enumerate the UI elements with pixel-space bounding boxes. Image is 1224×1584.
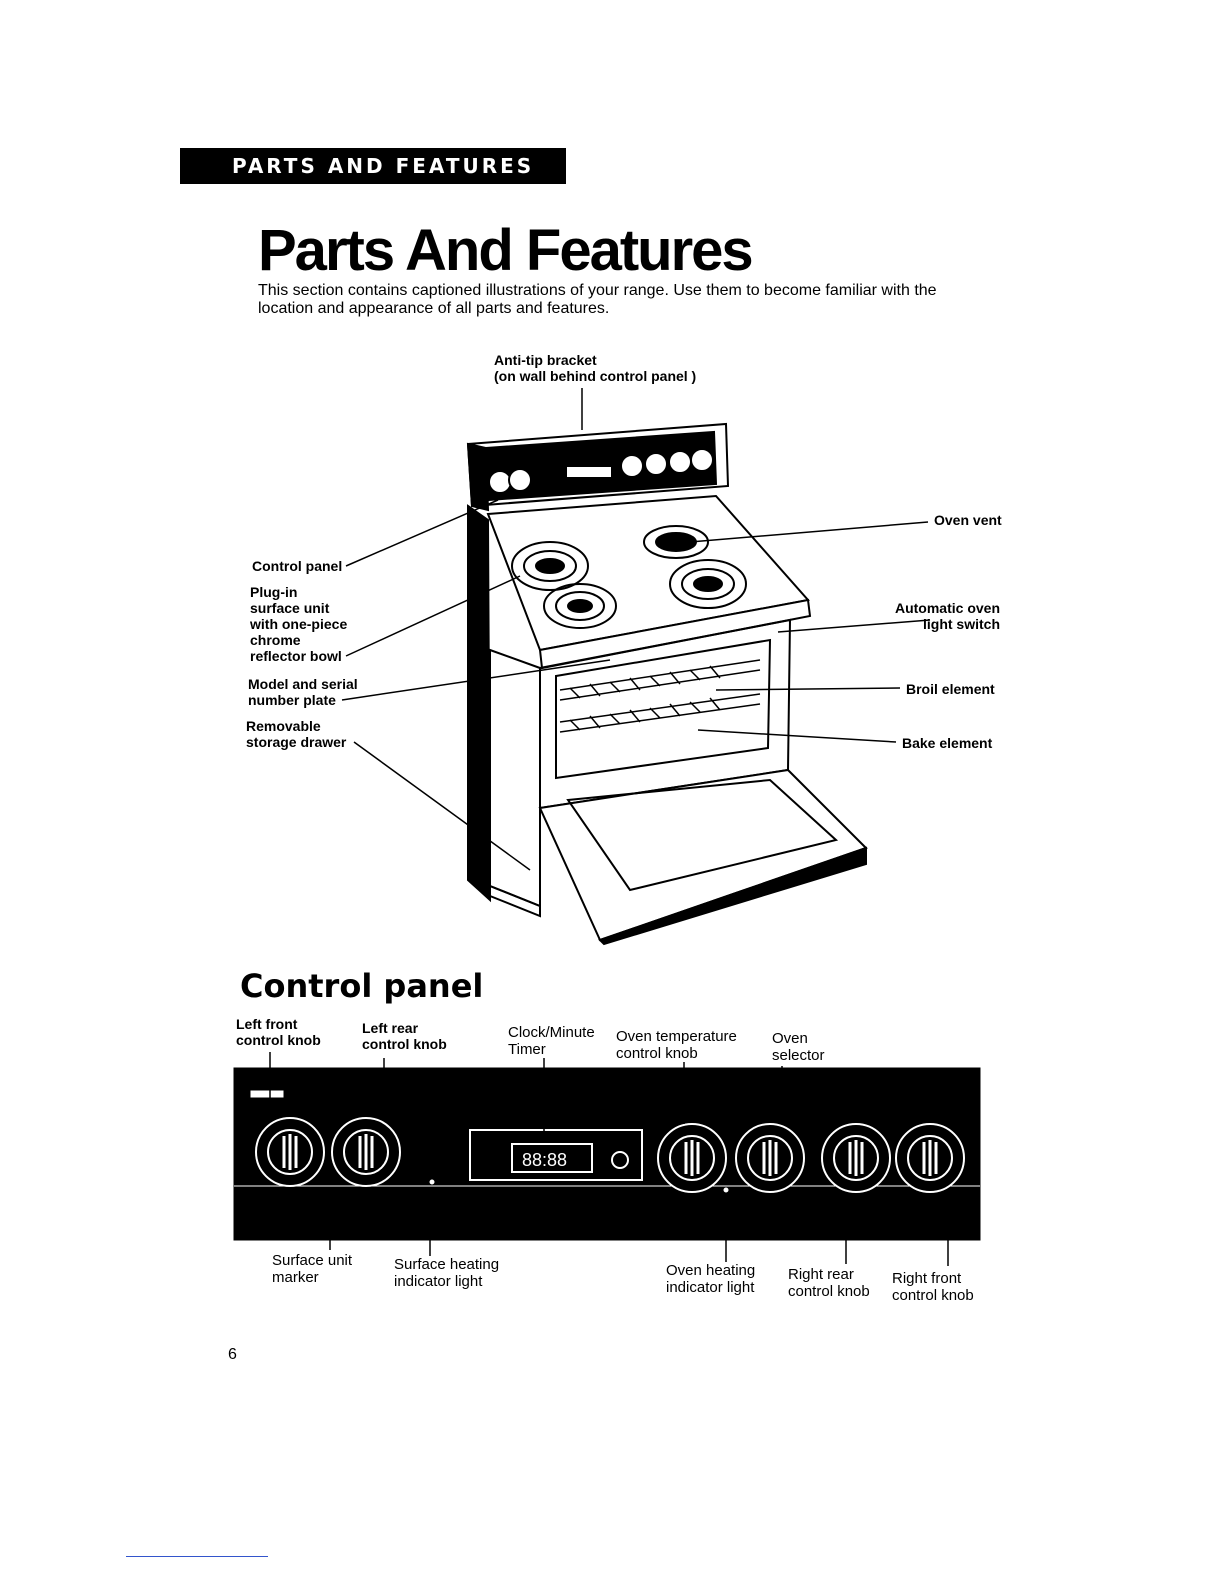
label-clock-timer: Clock/Minute Timer — [508, 1024, 595, 1058]
label-right-rear-knob: Right rear control knob — [788, 1266, 870, 1300]
label-oven-heating-indicator: Oven heating indicator light — [666, 1262, 756, 1296]
label-right-front-knob: Right front control knob — [892, 1270, 974, 1304]
label-surface-heating-indicator: Surface heating indicator light — [394, 1256, 500, 1290]
label-anti-tip-bracket: Anti-tip bracket (on wall behind control… — [494, 352, 697, 384]
label-oven-selector: Oven selector — [772, 1030, 825, 1064]
intro-paragraph: This section contains captioned illustra… — [258, 282, 937, 317]
label-broil-element: Broil element — [906, 681, 995, 697]
label-storage-drawer: Removable storage drawer — [246, 718, 347, 750]
label-model-serial-plate: Model and serial number plate — [248, 676, 358, 708]
label-automatic-oven-light-switch: Automatic oven light switch — [894, 600, 1000, 632]
footer-rule — [126, 1556, 268, 1557]
section-banner: PARTS AND FEATURES — [180, 148, 566, 184]
page-number: 6 — [228, 1346, 237, 1363]
label-bake-element: Bake element — [902, 735, 993, 751]
control-panel-heading: Control panel — [240, 967, 484, 1005]
label-plug-in-surface-unit: Plug-in surface unit with one-piece chro… — [250, 584, 348, 664]
label-oven-temperature-knob: Oven temperature control knob — [616, 1028, 737, 1062]
label-control-panel: Control panel — [252, 558, 343, 574]
label-left-front-knob: Left front control knob — [236, 1016, 321, 1048]
label-oven-vent: Oven vent — [934, 512, 1002, 528]
label-left-rear-knob: Left rear control knob — [362, 1020, 447, 1052]
label-surface-unit-marker: Surface unit marker — [272, 1252, 353, 1286]
page-title: Parts And Features — [258, 218, 754, 283]
clock-display: 88:88 — [522, 1150, 567, 1170]
